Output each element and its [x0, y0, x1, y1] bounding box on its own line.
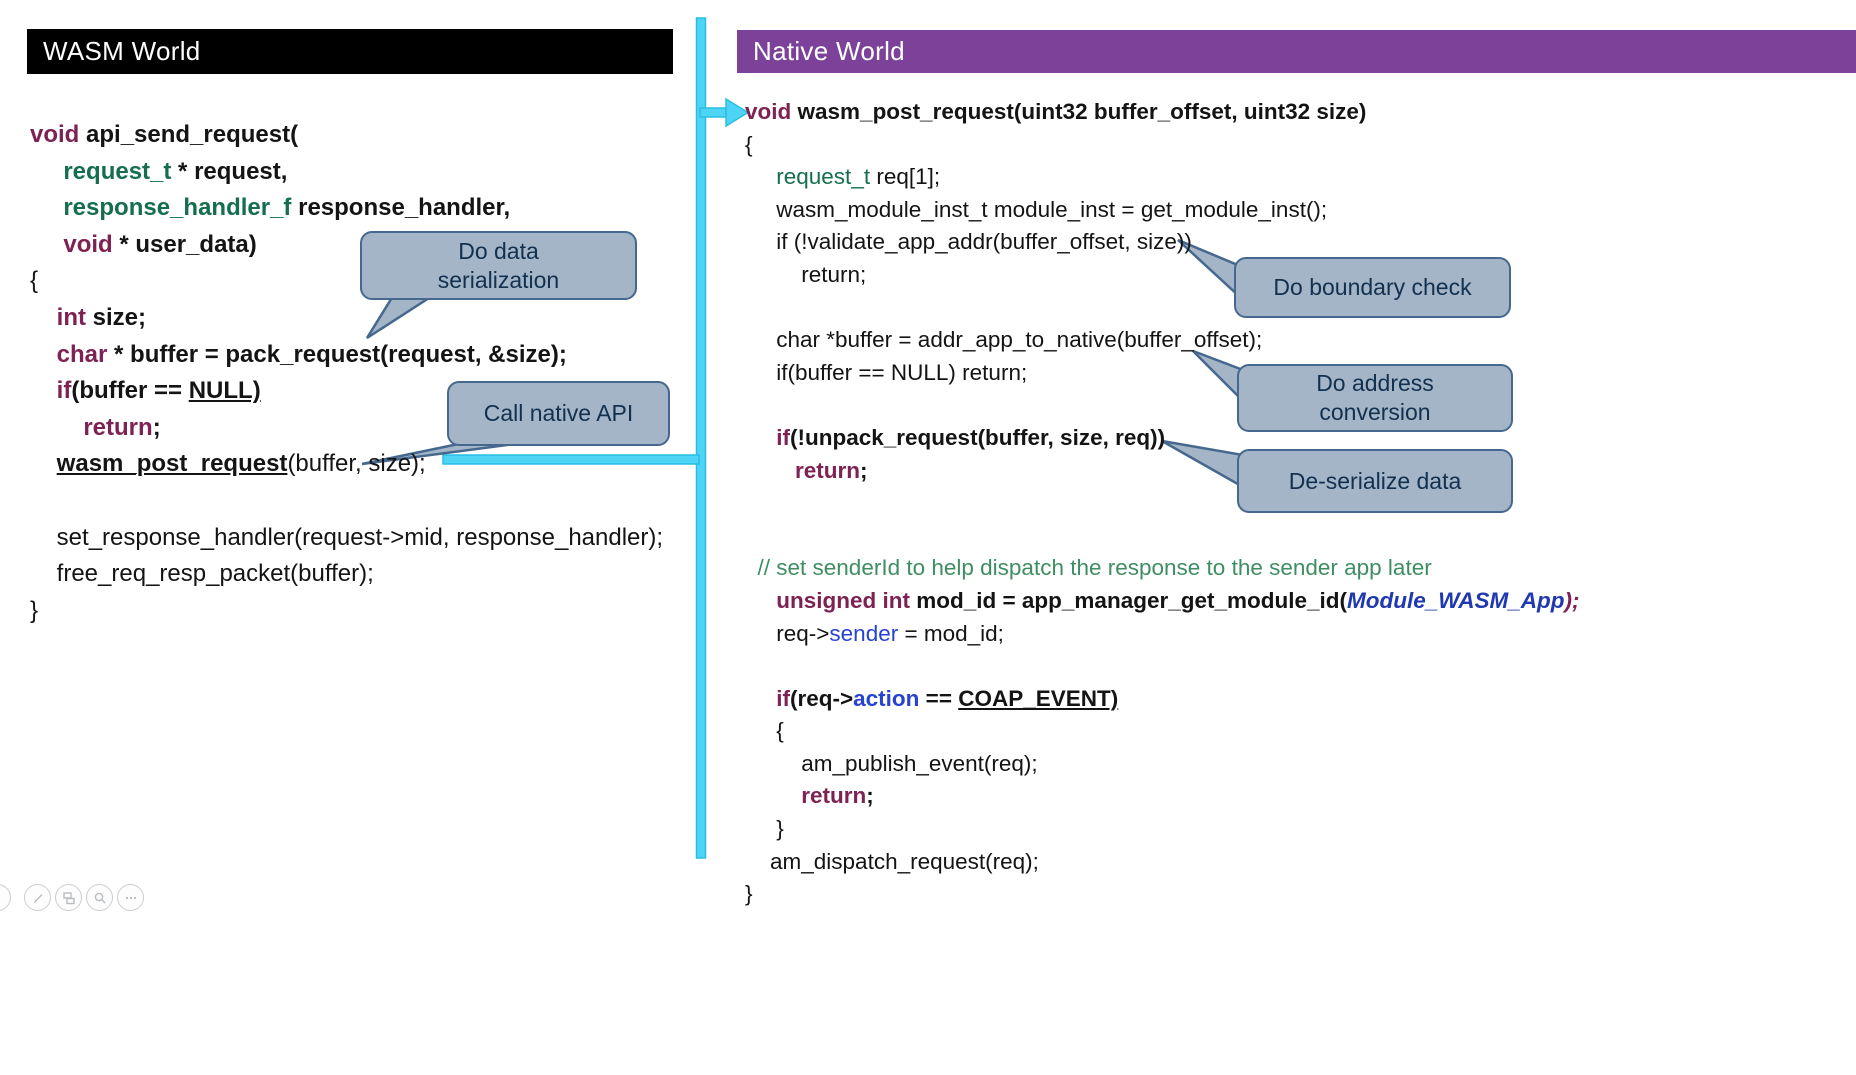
callout-call-native-api: Call native API	[447, 381, 670, 446]
code-line: }	[745, 816, 784, 842]
code-line: void api_send_request(	[30, 121, 299, 148]
code-line: if(req->action == COAP_EVENT)	[776, 685, 1119, 711]
wasm-world-header: WASM World	[27, 29, 673, 74]
code-line: free_req_resp_packet(buffer);	[30, 560, 374, 588]
pen-button[interactable]	[24, 884, 51, 911]
code-line: }	[745, 881, 753, 907]
code-line: {	[745, 131, 753, 157]
code-line: return;	[795, 457, 868, 483]
code-line: int size;	[56, 303, 147, 331]
code-line: // set senderId to help dispatch the res…	[757, 555, 1432, 581]
pen-icon	[33, 893, 42, 903]
native-world-header: Native World	[737, 30, 1856, 73]
code-line: wasm_module_inst_t module_inst = get_mod…	[745, 196, 1328, 222]
callout-de-serialize-data: De-serialize data	[1237, 449, 1513, 513]
code-line	[745, 520, 1580, 553]
code-line: {	[745, 718, 784, 744]
code-line: request_t * request,	[63, 157, 288, 185]
code-line: if (!validate_app_addr(buffer_offset, si…	[745, 229, 1192, 255]
code-line: req->sender = mod_id;	[745, 620, 1004, 646]
code-line: }	[30, 596, 39, 624]
call-flow-arrow-shaft	[699, 107, 727, 118]
code-line: {	[30, 267, 39, 295]
zoom-icon	[94, 892, 105, 903]
code-line: return;	[83, 413, 161, 441]
code-line	[745, 650, 1580, 683]
code-line: unsigned int mod_id = app_manager_get_mo…	[776, 587, 1580, 613]
callout-do-boundary-check: Do boundary check	[1234, 257, 1511, 318]
code-line: set_response_handler(request->mid, respo…	[30, 523, 664, 551]
code-line: response_handler_f response_handler,	[63, 194, 511, 222]
more-options-button[interactable]	[117, 884, 144, 911]
code-line: void * user_data)	[63, 230, 257, 258]
code-line: request_t req[1];	[776, 164, 941, 190]
slides-overview-button[interactable]	[55, 884, 82, 911]
code-line: wasm_post_request(buffer, size);	[56, 450, 426, 478]
more-options-icon	[125, 896, 136, 899]
code-line: char * buffer = pack_request(request, &s…	[56, 340, 567, 368]
code-line: return;	[801, 783, 874, 809]
code-line: char *buffer = addr_app_to_native(buffer…	[745, 327, 1263, 353]
code-line: am_dispatch_request(req);	[745, 848, 1039, 874]
code-line: if(!unpack_request(buffer, size, req))	[776, 424, 1166, 450]
world-boundary-line	[695, 17, 707, 859]
callout-do-address-conversion: Do address conversion	[1237, 364, 1513, 432]
code-line: return;	[745, 261, 867, 287]
toolbar-button-partial[interactable]	[0, 884, 11, 911]
code-line: if(buffer == NULL) return;	[745, 359, 1028, 385]
code-line: am_publish_event(req);	[745, 750, 1038, 776]
callout-do-data-serialization: Do data serialization	[360, 231, 637, 300]
code-line	[30, 483, 663, 520]
native-code: void wasm_post_request(uint32 buffer_off…	[745, 96, 1580, 911]
zoom-button[interactable]	[86, 884, 113, 911]
wasm-code: void api_send_request( request_t * reque…	[30, 117, 663, 629]
code-line: if(buffer == NULL)	[56, 377, 261, 405]
slides-overview-icon	[62, 891, 75, 904]
code-line: void wasm_post_request(uint32 buffer_off…	[745, 99, 1367, 124]
